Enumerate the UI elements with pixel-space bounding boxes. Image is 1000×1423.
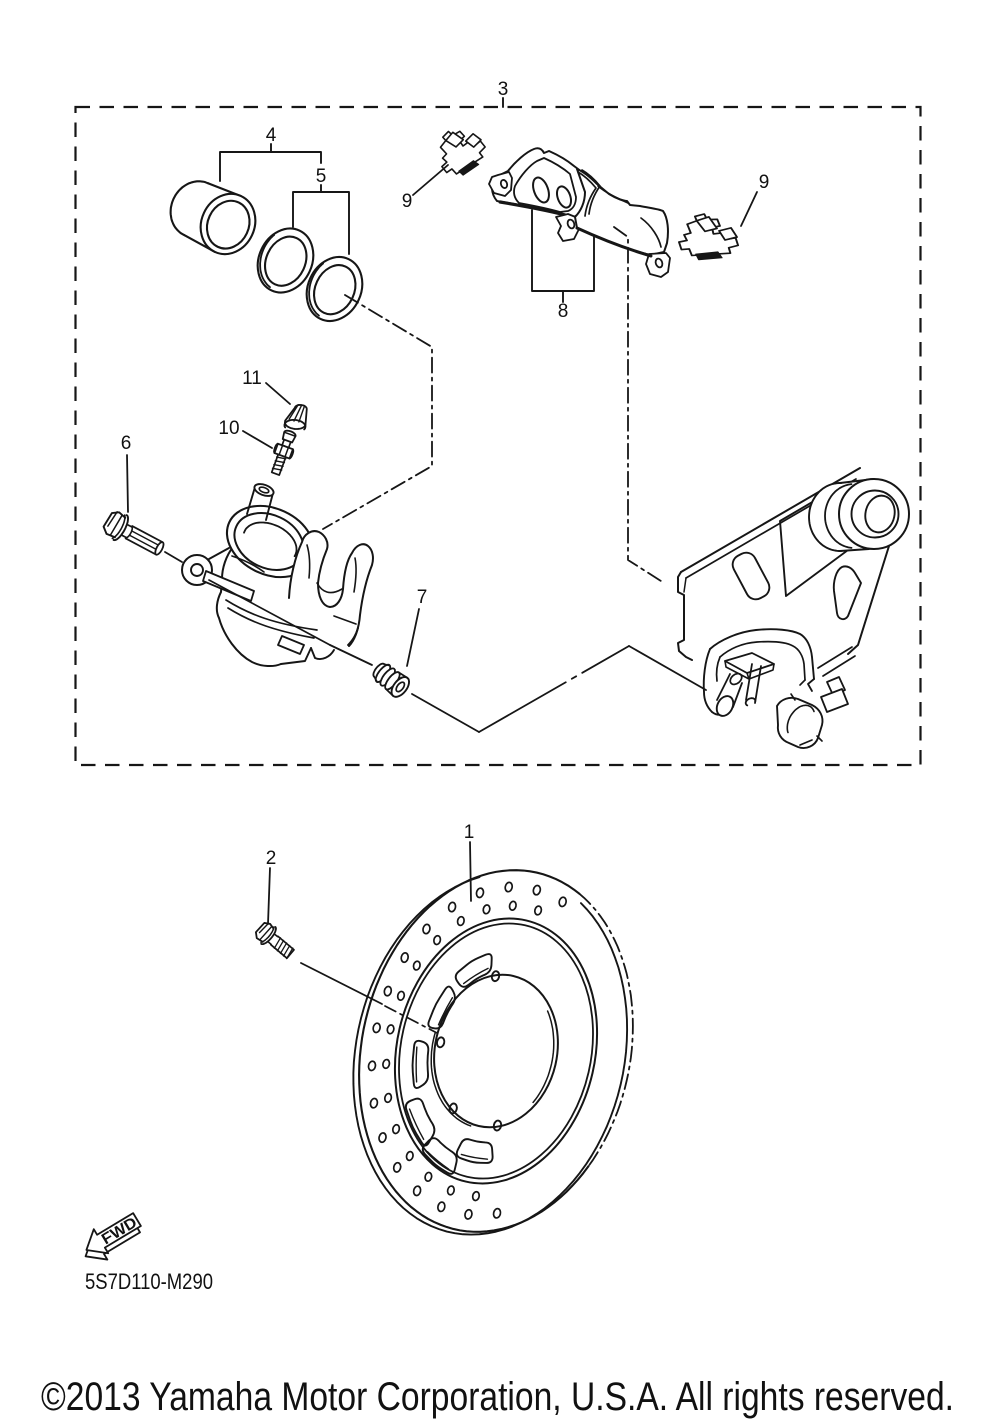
svg-text:5: 5: [316, 166, 327, 187]
svg-text:7: 7: [417, 587, 428, 608]
svg-text:5S7D110-M290: 5S7D110-M290: [85, 1269, 213, 1294]
svg-text:9: 9: [759, 172, 770, 193]
svg-text:6: 6: [121, 433, 132, 454]
svg-text:1: 1: [464, 822, 475, 843]
svg-text:10: 10: [218, 418, 239, 439]
svg-text:4: 4: [266, 125, 277, 146]
svg-text:11: 11: [242, 368, 262, 389]
svg-text:8: 8: [558, 301, 569, 322]
svg-text:3: 3: [498, 79, 509, 100]
svg-text:9: 9: [402, 191, 413, 212]
svg-text:2: 2: [266, 848, 277, 869]
svg-text:©2013 Yamaha Motor Corporation: ©2013 Yamaha Motor Corporation, U.S.A. A…: [41, 1375, 954, 1419]
